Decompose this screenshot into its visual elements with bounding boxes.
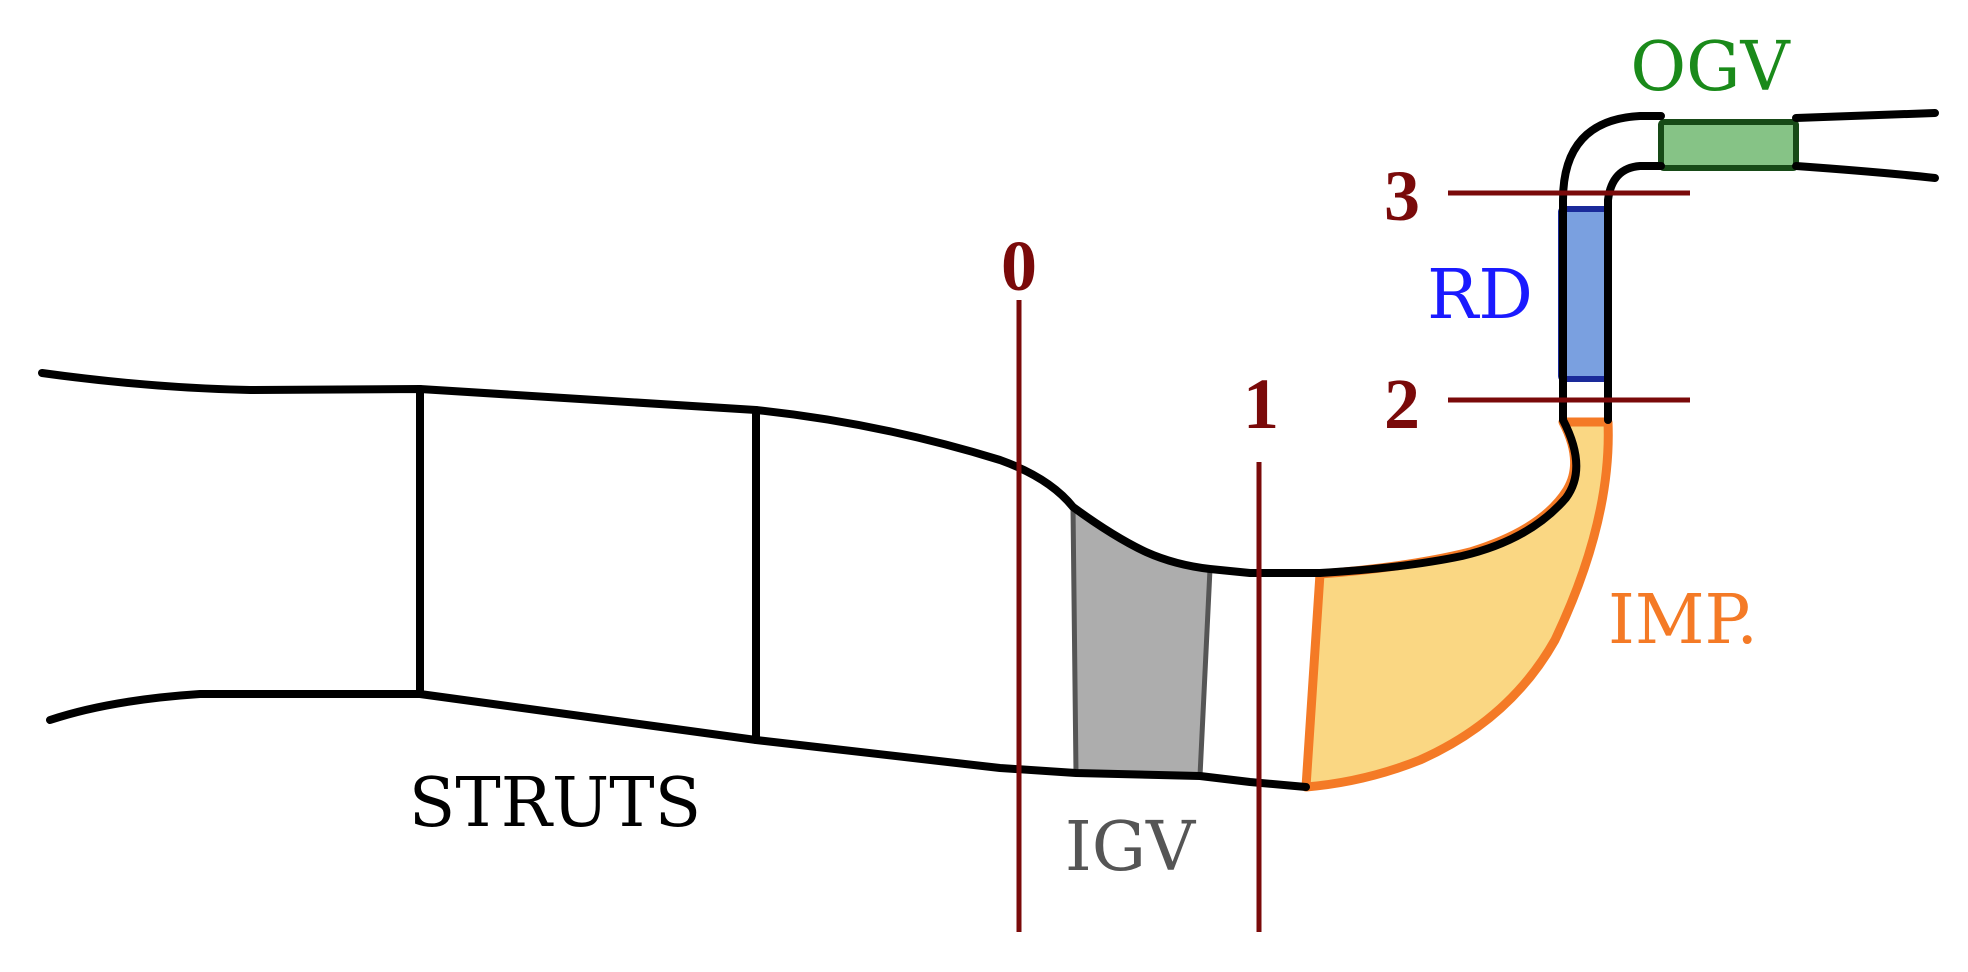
igv-label: IGV [1065, 808, 1197, 887]
outlet-guide-vane [1658, 119, 1799, 171]
struts-label: STRUTS [409, 764, 701, 843]
station-lines [1016, 190, 1690, 932]
exit-upper-wall [1792, 109, 1939, 122]
radial-diffuser-label: RD [1427, 256, 1533, 335]
station-2-label: 2 [1384, 364, 1420, 444]
ogv-label: OGV [1630, 28, 1791, 107]
station-0-label: 0 [1001, 226, 1037, 306]
station-3-label: 3 [1384, 156, 1420, 236]
radial-diffuser [1558, 206, 1610, 382]
station-1-label: 1 [1243, 364, 1279, 444]
duct-walls [38, 109, 1939, 791]
outer-wall [38, 369, 1581, 577]
impeller-label: IMP. [1608, 581, 1758, 660]
impeller-fill [1301, 417, 1613, 792]
exit-lower-wall [1792, 162, 1939, 182]
inner-wall [46, 690, 1310, 791]
diffuser-outer-wall [1604, 162, 1665, 424]
